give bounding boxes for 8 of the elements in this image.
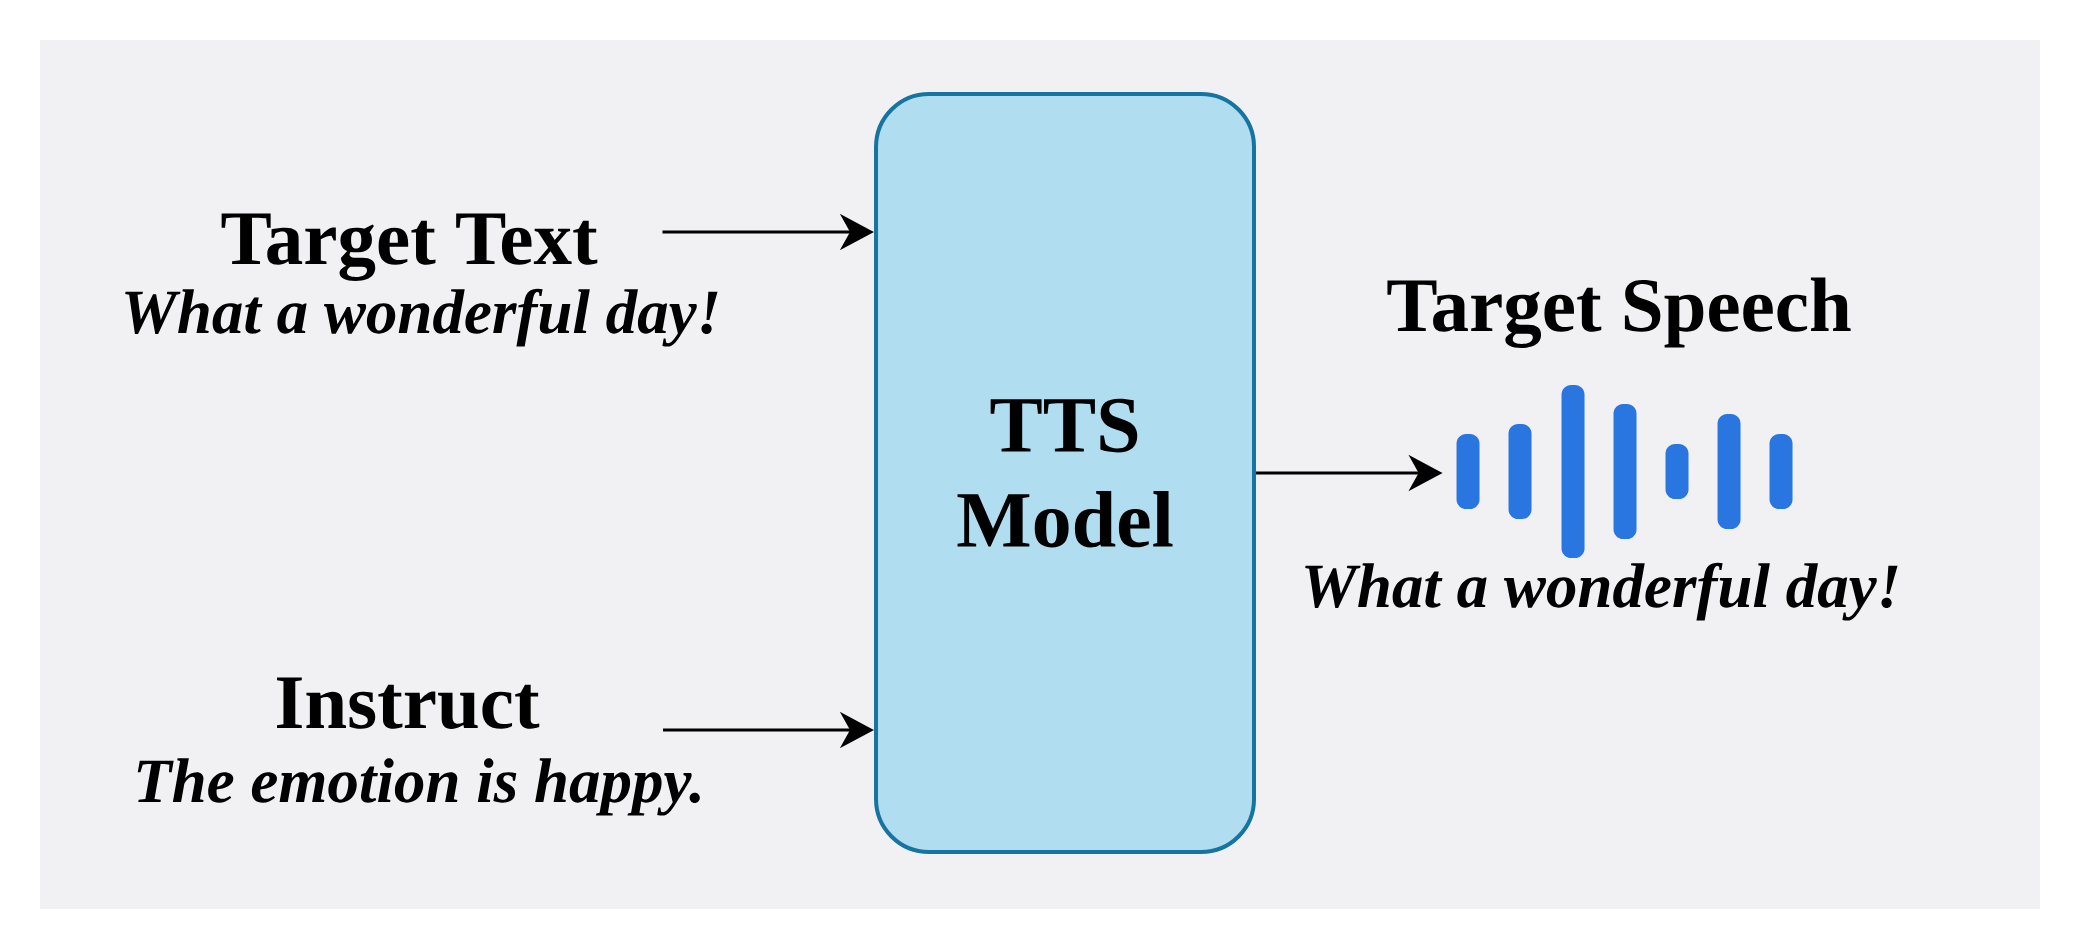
process-box: TTS Model	[874, 92, 1256, 854]
waveform-icon	[1456, 385, 1793, 558]
heading: Target Text	[221, 213, 598, 281]
example-sentence: The emotion is happy.	[137, 758, 700, 816]
example-sentence: What a wonderful day!	[125, 288, 718, 347]
heading: Target Speech	[1387, 277, 1851, 348]
example-sentence: What a wonderful day!	[1305, 562, 1898, 621]
heading: Instruct	[277, 677, 540, 729]
